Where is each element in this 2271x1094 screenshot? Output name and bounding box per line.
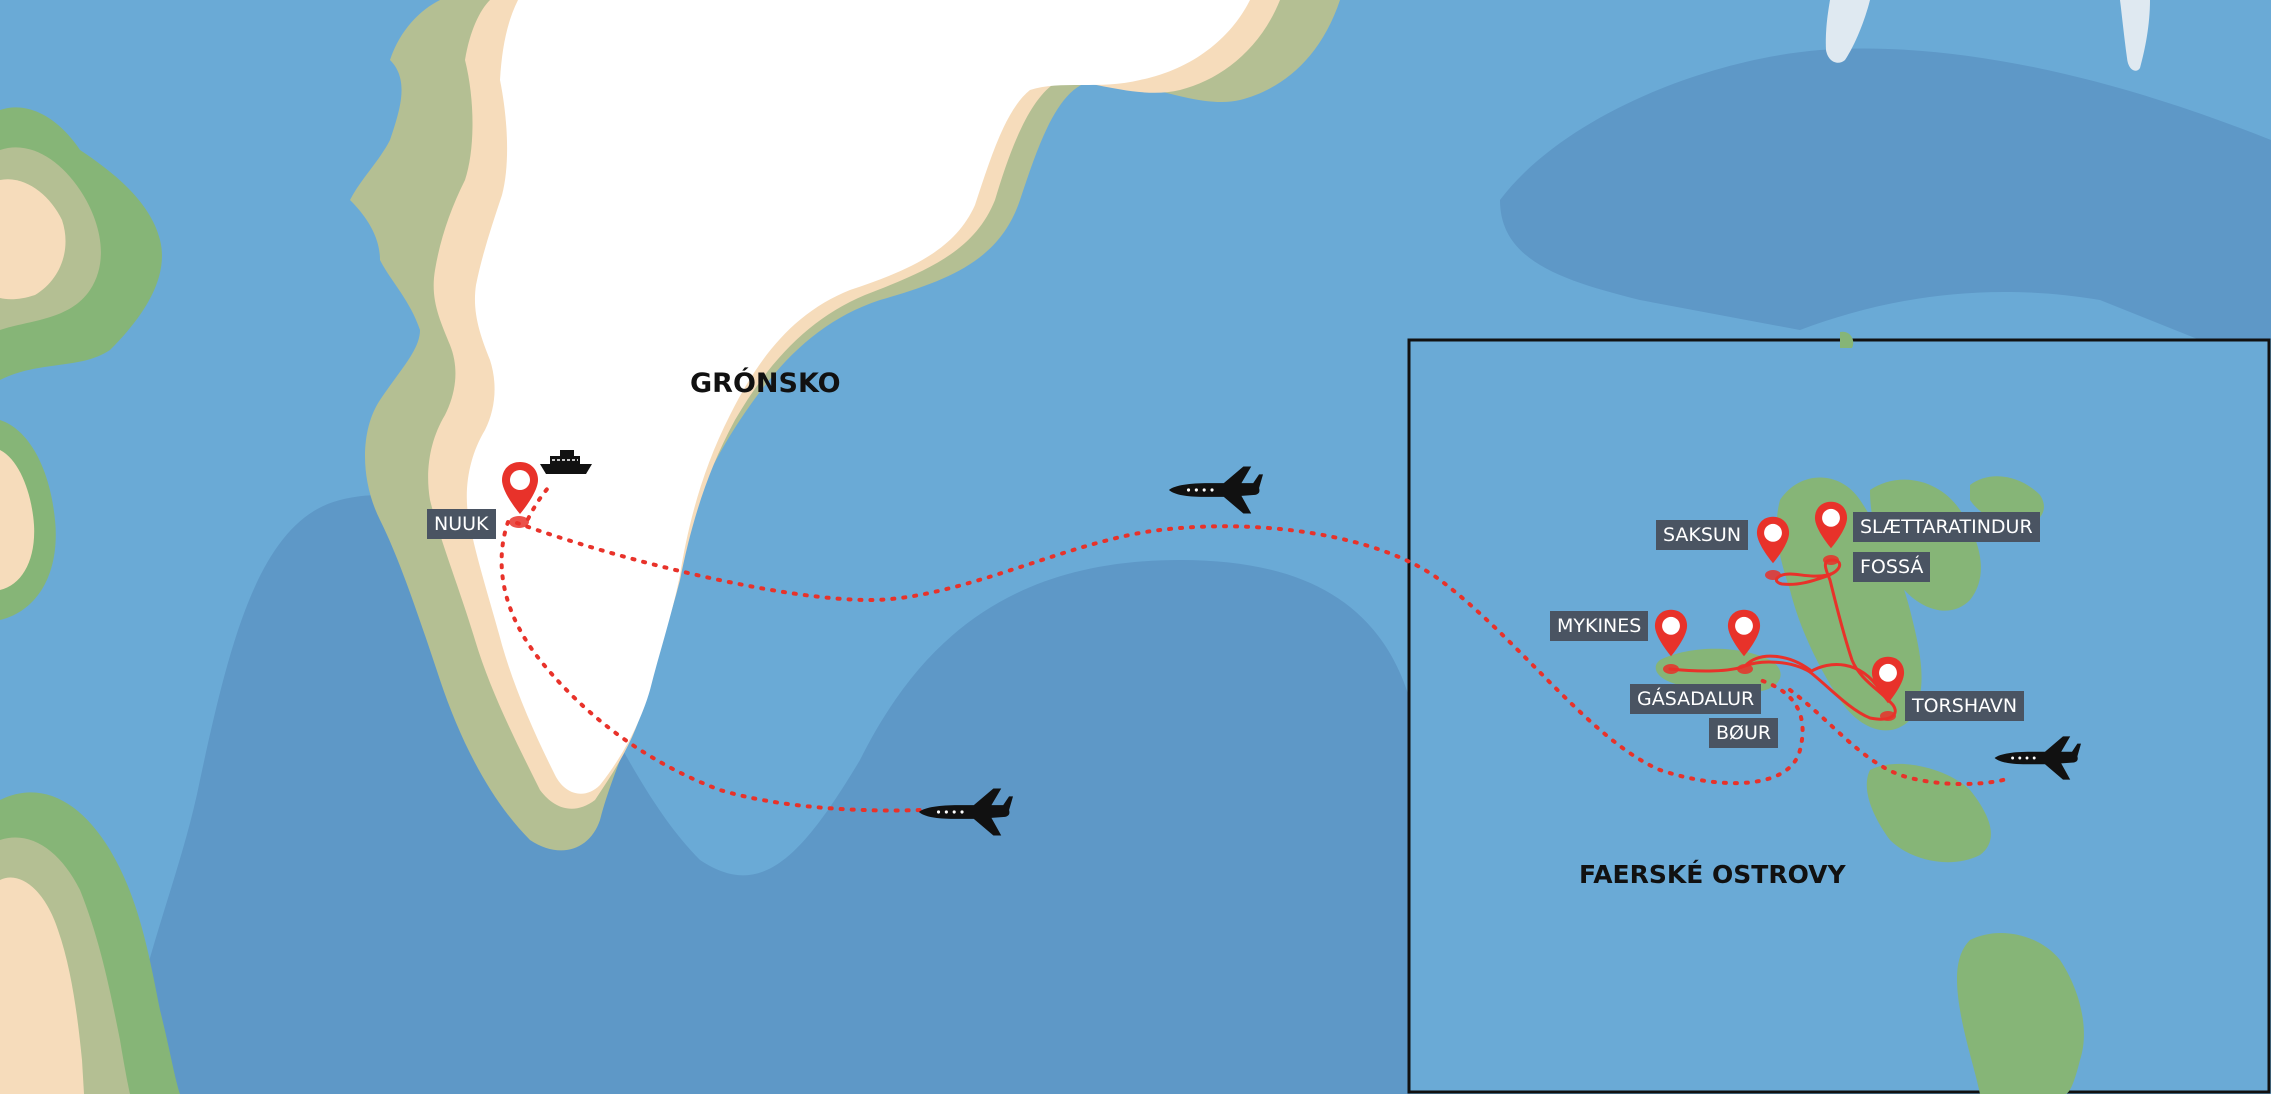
place-label-gasadalur[interactable]: GÁSADALUR <box>1630 684 1762 714</box>
place-label-bour[interactable]: BØUR <box>1709 718 1779 748</box>
place-label-fossa[interactable]: FOSSÁ <box>1853 552 1931 582</box>
faroe-ground-route-loop <box>1743 654 1882 692</box>
ship-icon <box>540 450 592 474</box>
deep-water-north <box>1500 48 2271 340</box>
flight-route-faroe-east <box>1788 688 2012 786</box>
place-label-saksun[interactable]: SAKSUN <box>1656 520 1749 550</box>
west-landmass-south-core <box>0 877 84 1094</box>
iceland-glacier <box>1825 0 1870 63</box>
iceland-glacier-2 <box>2120 0 2150 71</box>
faroe-islet-north <box>1840 331 1854 348</box>
faroe-island-suduroy <box>1957 932 2084 1094</box>
ship-route-nuuk <box>526 486 550 521</box>
faroe-island-sandoy <box>1866 763 1991 863</box>
region-label-faroe: FAERSKÉ OSTROVY <box>1579 860 1846 889</box>
west-island-middle-core <box>0 450 35 590</box>
west-landmass-north-core <box>0 179 66 300</box>
greenland-ice <box>466 0 1250 794</box>
faroe-inset-frame <box>1407 338 2271 1094</box>
place-label-nuuk[interactable]: NUUK <box>427 509 496 539</box>
faroe-ground-route <box>1668 558 1897 721</box>
place-label-torshavn[interactable]: TORSHAVN <box>1905 691 2025 721</box>
place-label-slaettaratindur[interactable]: SLÆTTARATINDUR <box>1853 512 2040 542</box>
pin-base-dots <box>509 516 1896 721</box>
place-label-mykines[interactable]: MYKINES <box>1550 611 1649 641</box>
region-label-greenland: GRÓNSKO <box>690 368 841 399</box>
flight-route-nuuk-south <box>499 520 922 813</box>
